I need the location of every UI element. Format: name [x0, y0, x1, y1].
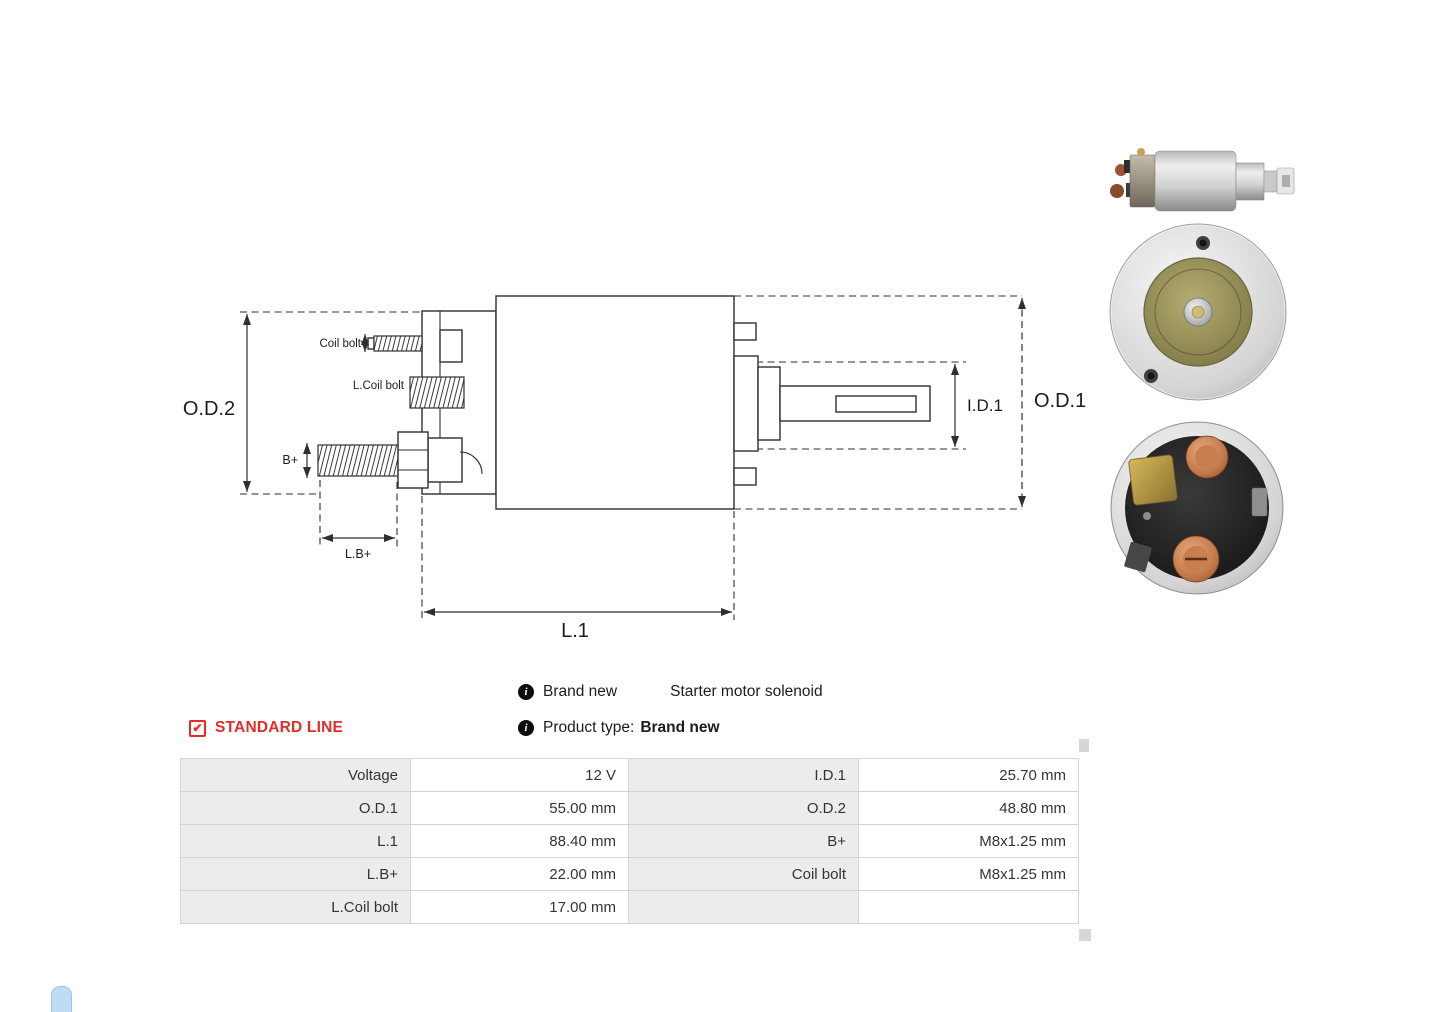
product-type-value: Brand new [640, 719, 720, 736]
solenoid-outline [421, 295, 931, 510]
spec-label: Coil bolt [629, 858, 859, 891]
standard-line-badge: ✔ STANDARD LINE [189, 719, 343, 737]
spec-value: 25.70 mm [859, 759, 1079, 792]
spec-value [859, 891, 1079, 924]
figure-canvas: O.D.2 Coil bolt L.Coil bolt B+ L.B+ L.1 … [183, 148, 1295, 642]
dimension-lines [243, 298, 1026, 616]
spec-label: L.B+ [181, 858, 411, 891]
dimension-label-id1: I.D.1 [967, 396, 1003, 415]
product-photo-front-face [1109, 223, 1287, 401]
threaded-bolts [317, 335, 465, 489]
spec-label: Voltage [181, 759, 411, 792]
info-icon: i [518, 720, 534, 736]
dimension-label-l-coil-bolt: L.Coil bolt [353, 380, 405, 392]
solenoid-technical-drawing: O.D.2 Coil bolt L.Coil bolt B+ L.B+ L.1 … [183, 295, 1086, 642]
check-icon: ✔ [189, 719, 206, 737]
dimension-label-od2: O.D.2 [183, 398, 235, 420]
witness-lines [240, 295, 1022, 620]
info-icon: i [518, 684, 534, 700]
scrollbar-fragment-top [1079, 739, 1089, 752]
spec-value: 88.40 mm [411, 825, 629, 858]
product-photo-side-view [1110, 148, 1295, 212]
condition-text: Brand new [543, 683, 618, 700]
spec-value: 22.00 mm [411, 858, 629, 891]
product-type-row: i Product type: Brand new [518, 719, 720, 737]
spec-value: M8x1.25 mm [859, 858, 1079, 891]
product-name: Starter motor solenoid [670, 683, 823, 700]
spec-value: 55.00 mm [411, 792, 629, 825]
chat-widget-fragment [51, 986, 72, 1012]
spec-label: L.Coil bolt [181, 891, 411, 924]
spec-label: I.D.1 [629, 759, 859, 792]
dimension-label-l1: L.1 [561, 620, 589, 642]
spec-table: Voltage 12 V I.D.1 25.70 mm O.D.1 55.00 … [180, 758, 1079, 924]
product-type-label: Product type: [543, 719, 635, 736]
spec-label [629, 891, 859, 924]
spec-label: O.D.1 [181, 792, 411, 825]
dimension-label-b-plus: B+ [282, 453, 298, 467]
dimension-label-lb-plus: L.B+ [345, 547, 371, 561]
condition-row: i Brand new Starter motor solenoid [518, 683, 823, 701]
dimension-label-coil-bolt: Coil bolt [319, 338, 361, 350]
dimension-label-od1: O.D.1 [1034, 390, 1086, 412]
standard-line-label: STANDARD LINE [215, 719, 344, 736]
spec-value: M8x1.25 mm [859, 825, 1079, 858]
spec-value: 12 V [411, 759, 629, 792]
spec-value: 17.00 mm [411, 891, 629, 924]
spec-value: 48.80 mm [859, 792, 1079, 825]
spec-label: L.1 [181, 825, 411, 858]
product-photo-back-face [1110, 421, 1284, 595]
spec-label: O.D.2 [629, 792, 859, 825]
scrollbar-fragment-bottom [1079, 929, 1091, 941]
spec-label: B+ [629, 825, 859, 858]
